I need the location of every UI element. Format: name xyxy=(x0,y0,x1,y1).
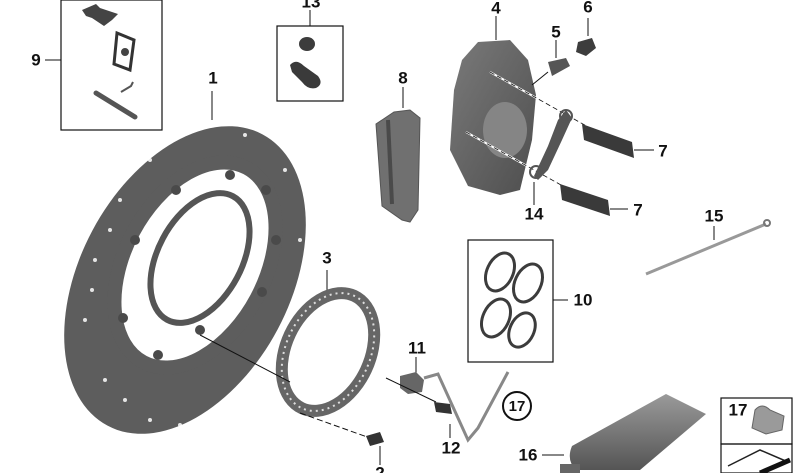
brake-caliper-art xyxy=(450,16,591,195)
callout-15[interactable]: 15 xyxy=(704,206,724,226)
caliper-bolts-art xyxy=(560,124,654,216)
callout-13[interactable]: 13 xyxy=(301,0,321,12)
callout-17-box[interactable]: 17 xyxy=(728,400,748,420)
callout-10[interactable]: 10 xyxy=(573,290,593,310)
pad-retaining-kit-box xyxy=(45,0,163,131)
callout-7a[interactable]: 7 xyxy=(658,141,668,161)
callout-3[interactable]: 3 xyxy=(322,248,332,268)
brake-pad-art xyxy=(375,87,421,223)
callout-16[interactable]: 16 xyxy=(518,445,538,465)
o-ring-set-box xyxy=(467,239,568,363)
abs-sensor-art xyxy=(385,357,510,443)
callout-7b[interactable]: 7 xyxy=(633,200,643,220)
callout-1[interactable]: 1 xyxy=(208,68,218,88)
bolt-kit-box xyxy=(276,10,344,102)
callout-5[interactable]: 5 xyxy=(551,22,561,42)
callout-8[interactable]: 8 xyxy=(398,68,408,88)
callout-2[interactable]: 2 xyxy=(375,463,385,473)
callout-6[interactable]: 6 xyxy=(583,0,593,17)
callout-12[interactable]: 12 xyxy=(441,438,461,458)
callout-4[interactable]: 4 xyxy=(491,0,501,18)
callout-17-circled[interactable]: 17 xyxy=(502,391,532,421)
abs-sensor-ring-art xyxy=(199,270,384,465)
grease-tube-art xyxy=(542,394,706,473)
bleeder-art xyxy=(531,18,596,86)
callout-14[interactable]: 14 xyxy=(524,204,544,224)
bracket-art xyxy=(529,109,573,205)
clip-box xyxy=(720,397,793,473)
cable-tie-art xyxy=(645,219,771,276)
callout-11[interactable]: 11 xyxy=(408,338,426,358)
callout-9[interactable]: 9 xyxy=(31,50,41,70)
brake-disc-art xyxy=(64,91,306,434)
